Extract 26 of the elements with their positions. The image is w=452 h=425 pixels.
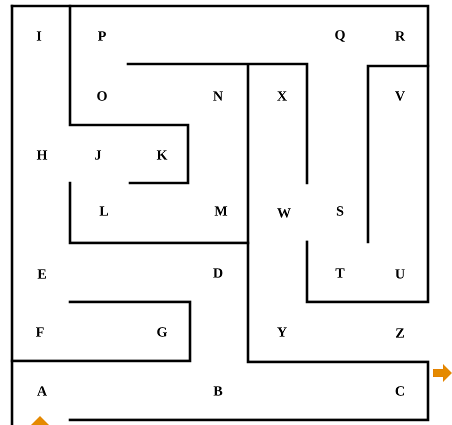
cell-letter: D <box>213 268 222 278</box>
cell-letter: G <box>157 327 168 337</box>
cell-letter: I <box>36 31 42 41</box>
cell-letter: H <box>36 150 48 160</box>
cell-letter: O <box>97 91 107 101</box>
cell-letter: S <box>336 206 344 216</box>
cell-letter: X <box>277 91 287 101</box>
cell-letter: C <box>396 386 404 396</box>
cell-letter: T <box>336 268 344 278</box>
cell-letter: A <box>37 386 47 396</box>
cell-letter: Y <box>277 327 287 337</box>
cell-letter: R <box>395 31 406 41</box>
cell-letter: V <box>395 91 405 101</box>
cell-letter: W <box>277 208 291 218</box>
cell-letter: K <box>156 150 168 160</box>
cell-letter: E <box>38 269 46 279</box>
cell-letter: P <box>98 31 106 41</box>
cell-letter: B <box>214 386 222 396</box>
cell-letter: Z <box>396 328 404 338</box>
cell-letter: U <box>395 269 405 279</box>
cell-letter: L <box>100 206 108 216</box>
cell-letter: J <box>95 150 102 160</box>
cell-letter: F <box>36 327 44 337</box>
cell-letter: Q <box>335 30 345 42</box>
cell-letter: N <box>213 91 223 101</box>
cell-letter: M <box>214 206 228 216</box>
